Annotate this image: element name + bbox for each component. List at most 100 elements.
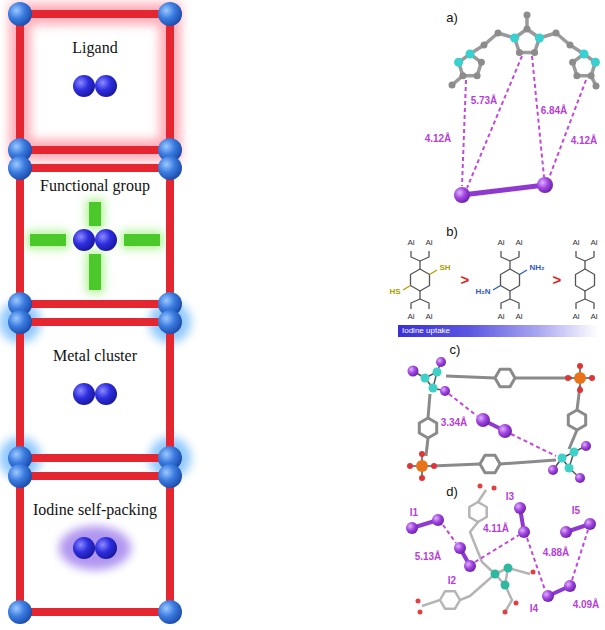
iodine-atom	[560, 526, 572, 538]
linker-structure	[411, 251, 429, 261]
macrocycle-linker	[495, 369, 515, 386]
panel-letter: a)	[446, 11, 458, 25]
macrocycle-linker	[419, 369, 585, 472]
framework	[469, 502, 486, 522]
contact-dash	[475, 535, 519, 562]
carbon-atom	[449, 12, 600, 90]
linker-structure	[576, 269, 595, 291]
carbon-atom	[573, 72, 580, 79]
oxygen-atom	[514, 601, 519, 606]
iodine-molecule	[462, 185, 545, 195]
copper-atom	[433, 368, 442, 377]
macrocycle-linker	[428, 394, 430, 418]
nitrogen-atom	[580, 50, 589, 59]
carbon-atom	[495, 30, 502, 37]
copper-atom	[421, 374, 430, 383]
linker-structure	[411, 269, 430, 291]
iodine-atom	[542, 590, 554, 602]
carbon-atom	[524, 26, 531, 33]
metal-atom	[574, 372, 586, 384]
atom-label: Al	[407, 313, 414, 322]
linker-structure	[576, 251, 594, 261]
iodine-molecule	[73, 229, 95, 251]
square-frame	[20, 14, 170, 150]
distance-label: 6.84Å	[540, 105, 569, 116]
metal-node	[8, 464, 32, 488]
carbon-atom	[478, 59, 485, 66]
carbon-atom	[588, 72, 595, 79]
ligand-glow	[20, 14, 170, 150]
cluster-iodine	[436, 357, 446, 367]
iodine-atom	[432, 514, 444, 526]
linker-structure	[501, 251, 519, 261]
oxygen-atom	[407, 363, 595, 481]
square-frame	[20, 476, 170, 612]
functional-group-bar	[124, 234, 160, 246]
contact-dash	[462, 56, 586, 188]
oxygen-atom	[565, 375, 571, 381]
iodine-molecule	[95, 383, 117, 405]
carbon-atom	[553, 30, 560, 37]
panel-letter: c)	[450, 343, 461, 357]
contact-dash	[443, 525, 456, 543]
zinc-atom	[491, 564, 513, 590]
oxygen-atom	[418, 610, 423, 615]
macrocycle-linker	[500, 460, 556, 464]
framework	[478, 490, 486, 502]
functional-group-bar	[89, 202, 101, 226]
metal-node	[8, 2, 182, 624]
contact-dash	[572, 530, 588, 580]
thiol-bond	[430, 270, 438, 275]
linker-structure	[501, 299, 519, 309]
gradient-bar: Iodine uptake	[398, 325, 598, 337]
cluster-bond	[410, 362, 592, 478]
thiol-label: SH	[439, 264, 450, 273]
carbon-atom	[449, 82, 456, 89]
nitrogen-atom	[454, 34, 600, 67]
square-frame	[20, 168, 170, 304]
amine-bond	[520, 270, 528, 275]
nitrogen-atom	[454, 58, 463, 67]
distance-label: 4.09Å	[572, 599, 601, 610]
carbon-atom	[524, 12, 531, 19]
iodine-atom	[514, 502, 526, 514]
metal-node	[8, 2, 32, 26]
framework	[440, 591, 460, 608]
iodine-label: I2	[447, 575, 457, 586]
metal-node	[8, 310, 32, 334]
iodine-molecule	[476, 413, 490, 427]
oxygen-atom	[419, 451, 425, 457]
oxygen-atom	[478, 484, 483, 489]
iodine-molecule	[95, 229, 117, 251]
distance-label: 5.73Å	[470, 95, 499, 106]
amine-bond	[493, 270, 527, 290]
functional-glow	[27, 199, 163, 293]
bar-label: Iodine uptake	[402, 327, 450, 336]
iodine-atom	[518, 526, 530, 538]
iodine-glow	[59, 526, 131, 570]
carbon-atom	[516, 49, 523, 56]
iodine-molecule	[498, 424, 512, 438]
linker-structure	[509, 291, 510, 299]
linker-structure	[584, 261, 585, 269]
copper-atom	[429, 384, 438, 393]
macrocycle-linker	[446, 376, 495, 378]
row-label: Functional group	[40, 177, 150, 195]
copper-atom	[570, 448, 579, 457]
atom-label: Al	[425, 239, 432, 248]
cluster-iodine	[575, 473, 585, 483]
metal-node	[158, 464, 182, 488]
oxygen-atom	[577, 363, 583, 369]
ligand-bonds	[470, 33, 515, 54]
macrocycle-linker	[419, 418, 436, 438]
order-sign: >	[553, 272, 562, 289]
atom-label: Al	[590, 239, 597, 248]
distance-label: 4.11Å	[482, 523, 510, 534]
macrocycle-linker	[568, 410, 585, 430]
cluster-iodine	[548, 465, 558, 475]
nitrogen-atom	[466, 50, 475, 59]
iodine-molecule	[73, 383, 95, 405]
iodine-atom	[464, 560, 476, 572]
square-frame	[20, 322, 170, 458]
